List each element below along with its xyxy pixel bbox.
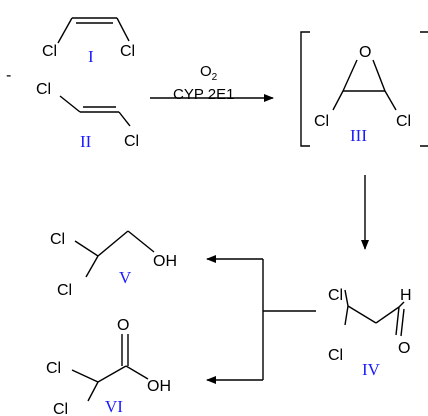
- atom-cl: Cl: [50, 231, 65, 248]
- bond: [344, 305, 349, 326]
- atom-cl: Cl: [36, 81, 51, 98]
- leading-dash: -: [6, 67, 11, 84]
- atom-o: O: [398, 340, 410, 357]
- bond: [398, 301, 405, 308]
- compound-label-VI: VI: [105, 397, 123, 416]
- atom-cl: Cl: [46, 360, 61, 377]
- reagent-o2: O2: [200, 63, 218, 83]
- bond: [71, 369, 99, 383]
- atom-cl: Cl: [124, 133, 139, 150]
- atom-oh: OH: [153, 253, 177, 270]
- compound-label-V: V: [119, 268, 132, 287]
- bond: [375, 306, 400, 324]
- bond: [125, 365, 149, 380]
- atom-o: O: [117, 317, 129, 334]
- bond: [116, 17, 130, 42]
- reaction-arrow-1: O2 CYP 2E1: [150, 63, 274, 103]
- compound-III: O Cl Cl III: [300, 31, 428, 147]
- bond: [344, 289, 349, 307]
- bond: [118, 111, 131, 127]
- bracket-left: [300, 31, 310, 147]
- bond: [97, 230, 129, 257]
- bond: [127, 230, 155, 253]
- atom-o: O: [359, 44, 371, 61]
- bond: [57, 17, 73, 44]
- atom-cl: Cl: [314, 113, 329, 130]
- atom-cl: Cl: [57, 282, 72, 299]
- bond: [87, 381, 99, 402]
- branch-arrows: [206, 255, 316, 384]
- bond: [342, 59, 358, 92]
- compound-label-I: I: [88, 47, 94, 66]
- atom-cl: Cl: [396, 113, 411, 130]
- atom-cl: Cl: [120, 43, 135, 60]
- bond: [372, 59, 386, 92]
- reagent-o2-main: O: [200, 63, 212, 80]
- compound-label-IV: IV: [362, 360, 381, 379]
- bond: [74, 240, 99, 257]
- compound-IV: Cl Cl H O IV: [328, 287, 412, 379]
- bond: [97, 365, 127, 383]
- atom-cl: Cl: [328, 347, 343, 364]
- reagent-o2-subscript: 2: [212, 72, 218, 83]
- compound-label-II: II: [80, 132, 92, 151]
- compound-label-III: III: [350, 126, 367, 145]
- enzyme-label: CYP 2E1: [173, 86, 234, 103]
- bond: [59, 95, 81, 113]
- atom-cl: Cl: [42, 43, 57, 60]
- double-bond-line: [400, 308, 405, 337]
- bond: [85, 255, 99, 278]
- atom-h: H: [400, 287, 412, 304]
- double-bond-line: [395, 306, 400, 336]
- atom-cl: Cl: [328, 287, 343, 304]
- compound-II: Cl Cl II: [36, 81, 139, 151]
- compound-VI: O Cl Cl OH VI: [46, 317, 171, 416]
- compound-I: Cl Cl I: [42, 17, 135, 66]
- bracket-right: [420, 31, 428, 147]
- bond: [384, 90, 397, 111]
- bond: [332, 90, 344, 111]
- atom-cl: Cl: [53, 401, 68, 416]
- compound-V: Cl Cl OH V: [50, 230, 177, 299]
- bond: [347, 305, 377, 324]
- atom-oh: OH: [147, 378, 171, 395]
